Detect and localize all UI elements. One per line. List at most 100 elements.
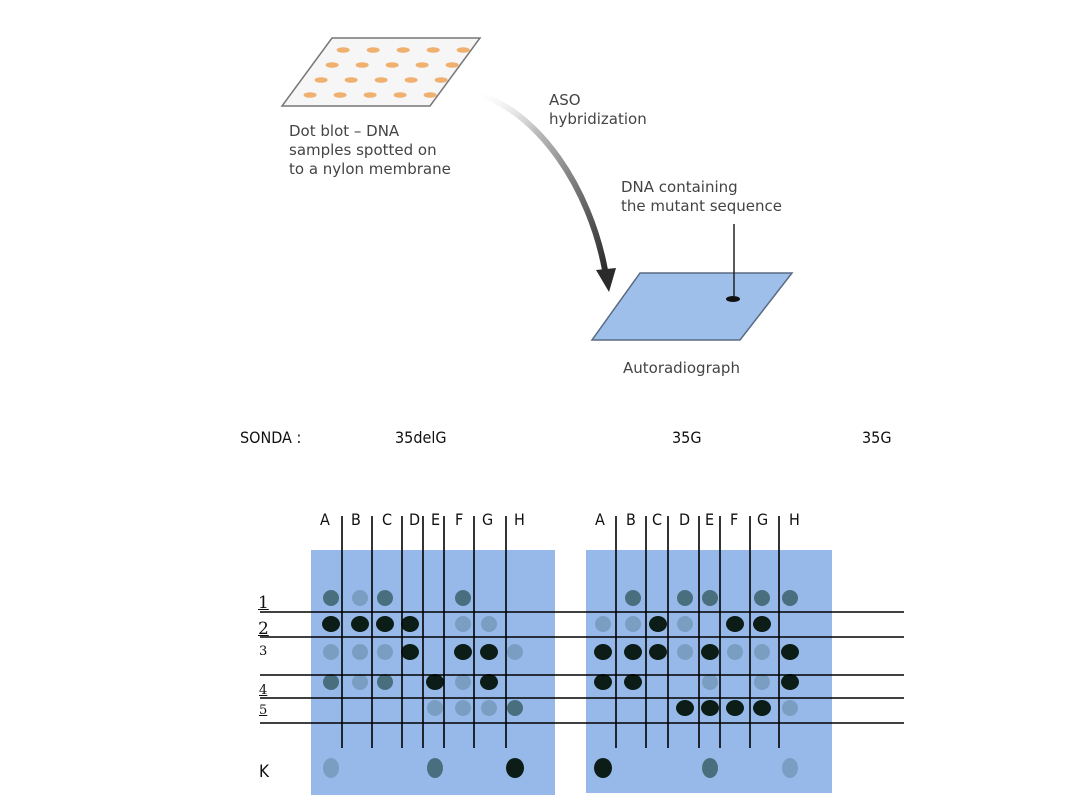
nylon-membrane xyxy=(280,37,482,107)
membrane-dot xyxy=(374,77,388,83)
autoradiograph-label: Autoradiograph xyxy=(623,359,740,377)
blot-spot-left xyxy=(481,700,497,716)
blot-spot-left xyxy=(455,616,471,632)
membrane-dot xyxy=(385,62,399,68)
blot-spot-left xyxy=(427,758,443,778)
mutant-sequence-label: DNA containing the mutant sequence xyxy=(621,178,783,215)
mutant-spot xyxy=(726,296,740,302)
column-label-left-h: H xyxy=(514,510,525,529)
blot-spot-right xyxy=(781,674,799,690)
blot-film-left xyxy=(311,550,555,795)
membrane-dot xyxy=(333,92,347,98)
column-label-left-d: D xyxy=(409,510,421,529)
blot-spot-right xyxy=(649,616,667,632)
membrane-dot xyxy=(445,62,459,68)
blot-film-right xyxy=(586,550,832,793)
blot-spot-left xyxy=(323,674,339,690)
blot-spot-right xyxy=(782,590,798,606)
blot-spot-right xyxy=(726,616,744,632)
column-label-right-h: H xyxy=(789,510,800,529)
membrane-dot xyxy=(404,77,418,83)
blot-spot-left xyxy=(507,644,523,660)
blot-spot-left xyxy=(427,700,443,716)
column-label-left-e: E xyxy=(431,510,441,529)
column-label-right-e: E xyxy=(705,510,715,529)
blot-spot-right xyxy=(625,616,641,632)
blot-spot-right xyxy=(595,616,611,632)
blot-spot-right xyxy=(649,644,667,660)
membrane-dot xyxy=(355,62,369,68)
blot-spot-right xyxy=(701,700,719,716)
blot-spot-right xyxy=(677,590,693,606)
membrane-dot xyxy=(325,62,339,68)
membrane-dot xyxy=(456,47,470,53)
blot-spot-left xyxy=(480,644,498,660)
blot-spot-right xyxy=(677,616,693,632)
blot-spot-left xyxy=(481,616,497,632)
hybridization-arrow xyxy=(471,89,608,271)
column-label-right-g: G xyxy=(757,510,769,529)
blot-spot-left xyxy=(401,616,419,632)
blot-spot-right xyxy=(702,674,718,690)
column-label-left-c: C xyxy=(382,510,393,529)
blot-spot-right xyxy=(726,700,744,716)
blot-spot-right xyxy=(594,758,612,778)
column-label-right-a: A xyxy=(595,510,605,529)
blot-spot-right xyxy=(625,590,641,606)
blot-spot-left xyxy=(480,674,498,690)
blot-spot-left xyxy=(352,674,368,690)
column-label-left-b: B xyxy=(351,510,361,529)
membrane-dot xyxy=(363,92,377,98)
blot-spot-right xyxy=(753,700,771,716)
membrane-dot xyxy=(393,92,407,98)
blot-spot-left xyxy=(352,590,368,606)
column-label-right-c: C xyxy=(652,510,663,529)
row-label-2: 2 xyxy=(258,619,269,639)
membrane-dots xyxy=(303,47,470,98)
row-label-5: 5 xyxy=(259,703,268,718)
row-label-3: 3 xyxy=(259,644,268,659)
blot-spot-left xyxy=(401,644,419,660)
membrane-dot xyxy=(423,92,437,98)
column-label-right-d: D xyxy=(679,510,691,529)
blot-spot-left xyxy=(351,616,369,632)
blot-spot-left xyxy=(426,674,444,690)
probe-35g-2: 35G xyxy=(862,428,892,447)
blot-spot-right xyxy=(594,644,612,660)
blot-spot-left xyxy=(377,590,393,606)
probe-35g-1: 35G xyxy=(672,428,702,447)
blot-spot-right xyxy=(753,616,771,632)
aso-diagram xyxy=(280,37,794,341)
row-label-k: K xyxy=(259,762,270,782)
blot-spot-left xyxy=(507,700,523,716)
blot-spot-left xyxy=(323,590,339,606)
column-label-right-f: F xyxy=(730,510,739,529)
column-label-left-f: F xyxy=(455,510,464,529)
blot-spot-left xyxy=(377,674,393,690)
blot-spot-right xyxy=(676,700,694,716)
blot-spot-left xyxy=(323,758,339,778)
blot-spot-right xyxy=(701,644,719,660)
autoradiograph-film xyxy=(590,272,794,341)
row-label-1: 1 xyxy=(258,593,269,613)
blot-spot-left xyxy=(322,616,340,632)
blot-spot-right xyxy=(677,644,693,660)
blot-spot-left xyxy=(455,700,471,716)
blot-spot-right xyxy=(754,590,770,606)
membrane-dot xyxy=(426,47,440,53)
blot-spot-left xyxy=(454,644,472,660)
dot-blot-label: Dot blot – DNA samples spotted on to a n… xyxy=(289,122,451,178)
membrane-dot xyxy=(336,47,350,53)
blot-spot-right xyxy=(624,644,642,660)
blot-spot-right xyxy=(754,674,770,690)
aso-hybridization-label: ASO hybridization xyxy=(549,91,647,128)
blot-spot-left xyxy=(377,644,393,660)
blot-spot-right xyxy=(594,674,612,690)
blot-spot-right xyxy=(727,644,743,660)
blot-spot-right xyxy=(754,644,770,660)
membrane-dot xyxy=(303,92,317,98)
blot-spot-right xyxy=(782,758,798,778)
blot-spot-right xyxy=(624,674,642,690)
